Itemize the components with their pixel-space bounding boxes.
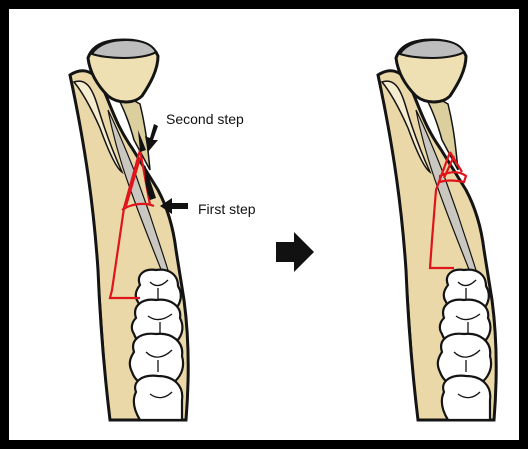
label-first-step: First step: [198, 201, 256, 217]
mandible-before: [70, 40, 188, 420]
right-arrow-icon: [276, 232, 314, 272]
mandible-after: [378, 40, 496, 420]
label-second-step: Second step: [166, 111, 244, 127]
